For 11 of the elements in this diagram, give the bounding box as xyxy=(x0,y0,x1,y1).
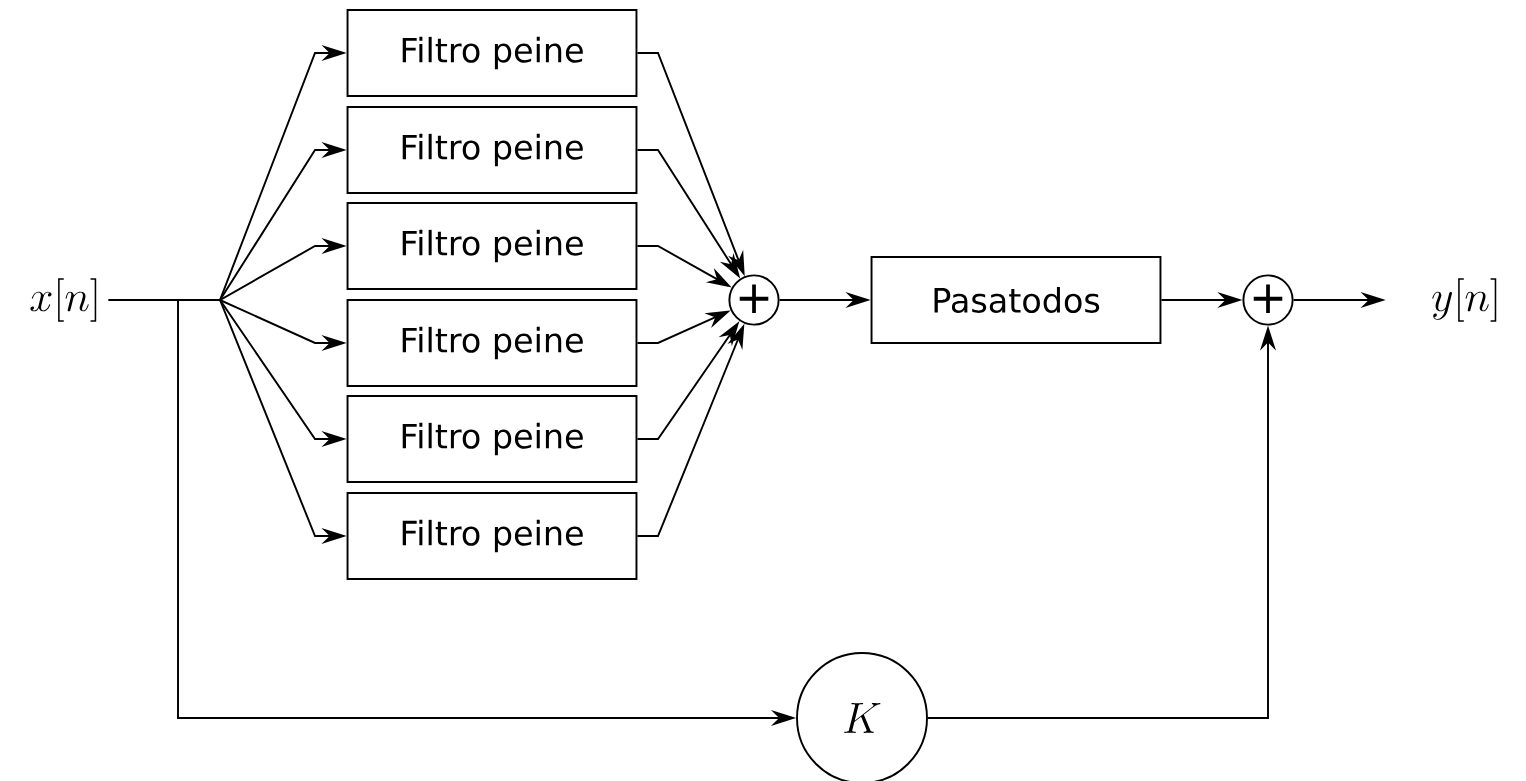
signal-label: $x[n]$ xyxy=(30,278,97,322)
signal-label: $y[n]$ xyxy=(1432,278,1497,322)
filter-box: Filtro peine xyxy=(346,299,638,387)
summing-junction: + xyxy=(728,274,780,326)
filter-box: Filtro peine xyxy=(346,106,638,194)
filter-box: Filtro peine xyxy=(346,395,638,483)
filter-box: Filtro peine xyxy=(346,492,638,580)
filter-box: Filtro peine xyxy=(346,9,638,97)
filter-box: Pasatodos xyxy=(870,256,1162,344)
filter-box: Filtro peine xyxy=(346,202,638,290)
summing-junction: + xyxy=(1242,274,1294,326)
